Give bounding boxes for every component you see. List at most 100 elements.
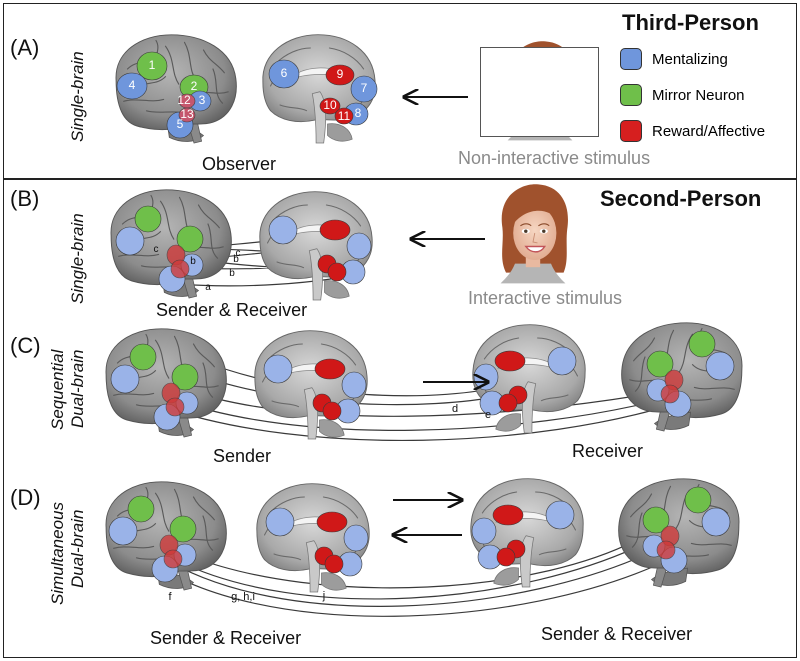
connection-line [159, 403, 675, 442]
sulcus [154, 339, 170, 379]
sulcus [154, 492, 170, 532]
region-11-reward [334, 107, 354, 125]
panel-d-side-label-2: Dual-brain [68, 509, 87, 588]
brainstem [177, 570, 193, 591]
cerebellum [495, 413, 521, 432]
cerebellum [327, 123, 353, 142]
sulcus [633, 337, 656, 362]
brains-layer [105, 34, 743, 593]
panel-a-caption: Observer [202, 154, 277, 174]
legend-mentalizing: Mentalizing [620, 48, 728, 70]
panel-c-side-label-2: Dual-brain [68, 349, 87, 428]
panel-b-medial-reward-1 [319, 219, 351, 241]
brow-left [520, 223, 532, 227]
region-number: 1 [149, 58, 156, 72]
sulcus [328, 47, 365, 70]
panel-b-lateral-mentalizing-1 [115, 226, 145, 256]
legend-label-mentalizing: Mentalizing [652, 50, 728, 68]
panel-c-sender-lateral-mirror-1 [129, 343, 157, 371]
sulcus [164, 45, 180, 85]
sulcus [273, 553, 302, 561]
panel-d-right-medial-brain [470, 478, 584, 588]
sulcus [271, 400, 300, 408]
sulcus [197, 204, 220, 229]
panel-c-side-label-1: Sequential [48, 349, 67, 430]
stimulus-photo-frame [480, 47, 599, 137]
regions-layer [108, 51, 735, 583]
eye-left [524, 229, 528, 233]
panel-d-left-lateral-mirror-1 [127, 495, 155, 523]
panel-c-sender-medial-reward-3 [322, 401, 342, 421]
sulcus [207, 223, 219, 259]
panel-a-heading: Third-Person [622, 10, 759, 35]
sulcus [630, 493, 653, 518]
panel-c-receiver-medial-brain [472, 324, 586, 434]
panel-c-sender-lateral-mirror-2 [171, 363, 199, 391]
panel-d-letter: (D) [10, 485, 41, 510]
connection-line [147, 559, 669, 617]
brow-right [538, 223, 550, 227]
sulcus [690, 542, 732, 546]
region-9-reward [325, 64, 355, 86]
sulcus [202, 362, 214, 398]
sulcus [159, 200, 175, 240]
connection-letter: c [236, 248, 241, 259]
panel-c-receiver-medial-reward-3 [498, 393, 518, 413]
region-number: 13 [180, 107, 194, 121]
panel-b-stimulus-face [500, 184, 568, 284]
region-number: 10 [323, 98, 337, 112]
panel-c-sender-lateral-mentalizing-1 [110, 364, 140, 394]
panel-d-right-lateral-reward-2 [656, 540, 676, 560]
sulcus [322, 496, 359, 519]
panel-b-lateral-mirror-2 [176, 225, 204, 253]
panel-d-caption-right: Sender & Receiver [541, 624, 693, 644]
fringe [513, 205, 559, 224]
sulcus [202, 515, 214, 551]
connection-letter: f [168, 591, 172, 603]
connection-letter: a [205, 282, 211, 293]
panel-b-medial-mentalizing-2 [346, 232, 372, 260]
panel-c-letter: (C) [10, 333, 41, 358]
panel-c-sender-lateral-reward-2 [165, 397, 185, 417]
panel-b-medial-brain [259, 191, 373, 301]
sulcus [276, 261, 305, 269]
region-number: 5 [177, 117, 184, 131]
panel-b-heading: Second-Person [600, 186, 762, 211]
panel-c-sender-medial-mentalizing-2 [341, 371, 367, 399]
sulcus [693, 386, 735, 390]
sulcus [540, 394, 569, 402]
panel-a-stimulus-caption: Non-interactive stimulus [458, 148, 651, 168]
connection-line [169, 397, 669, 431]
sulcus [631, 512, 643, 548]
connection-letter: b [229, 268, 235, 279]
sulcus [634, 356, 646, 392]
panel-b-side-label: Single-brain [68, 213, 87, 304]
legend-reward-affective: Reward/Affective [620, 120, 765, 142]
panel-b-lateral-reward-2 [170, 259, 190, 279]
panel-d-right-lateral-mentalizing-1 [701, 507, 731, 537]
connection-letter: c [154, 244, 159, 255]
panel-d-side-label-1: Simultaneous [48, 501, 67, 605]
panel-a-letter: (A) [10, 35, 40, 60]
cerebellum [319, 419, 345, 438]
cerebellum [321, 572, 347, 591]
panel-b-medial-mentalizing-1 [268, 215, 298, 245]
region-number: 11 [338, 109, 351, 123]
panel-b-caption: Sender & Receiver [156, 300, 308, 320]
legend-swatch-mirror-neuron [620, 84, 642, 106]
sulcus [483, 337, 520, 360]
brainstem [177, 417, 193, 438]
panel-c-receiver-lateral-mirror-1 [688, 330, 716, 358]
panel-d-left-medial-reward-1 [316, 511, 348, 533]
legend-swatch-mentalizing [620, 48, 642, 70]
connection-halo [159, 402, 675, 443]
panel-d-right-lateral-mirror-2 [642, 506, 670, 534]
region-number: 7 [361, 81, 368, 95]
panel-b-stimulus-caption: Interactive stimulus [468, 288, 623, 308]
panel-d-right-medial-mentalizing-1 [545, 500, 575, 530]
region-number: 12 [177, 93, 191, 107]
sulcus [192, 343, 215, 368]
panel-c-receiver-medial-mentalizing-2 [473, 363, 499, 391]
